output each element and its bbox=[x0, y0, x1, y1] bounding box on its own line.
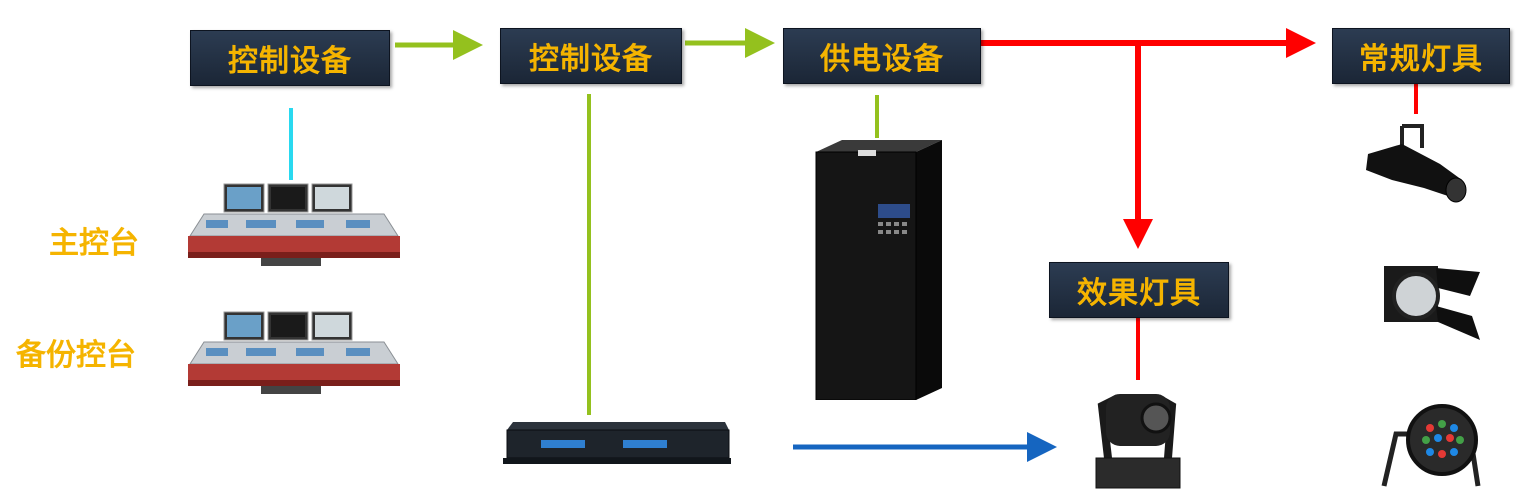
conventional-light-box: 常规灯具 bbox=[1332, 28, 1510, 84]
fresnel-light-image bbox=[1384, 266, 1480, 340]
conventional-light-label: 常规灯具 bbox=[1359, 42, 1483, 77]
backup-console-image bbox=[188, 311, 400, 394]
profile-spotlight-image bbox=[1366, 124, 1467, 203]
led-par-light-image bbox=[1381, 404, 1481, 487]
power-cabinet-image bbox=[815, 140, 942, 400]
main-console-image bbox=[188, 183, 400, 266]
control-device-box-1: 控制设备 bbox=[190, 30, 390, 86]
control-device-label-1: 控制设备 bbox=[228, 44, 352, 79]
power-device-label: 供电设备 bbox=[820, 42, 944, 77]
signal-distributor-image bbox=[503, 422, 731, 464]
main-console-label: 主控台 bbox=[49, 226, 139, 261]
moving-head-light-image bbox=[1095, 394, 1181, 489]
effect-light-box: 效果灯具 bbox=[1049, 262, 1229, 318]
control-device-box-2: 控制设备 bbox=[500, 28, 682, 84]
power-device-box: 供电设备 bbox=[783, 28, 981, 84]
effect-light-label: 效果灯具 bbox=[1077, 276, 1201, 311]
backup-console-label: 备份控台 bbox=[16, 338, 136, 373]
control-device-label-2: 控制设备 bbox=[529, 42, 653, 77]
